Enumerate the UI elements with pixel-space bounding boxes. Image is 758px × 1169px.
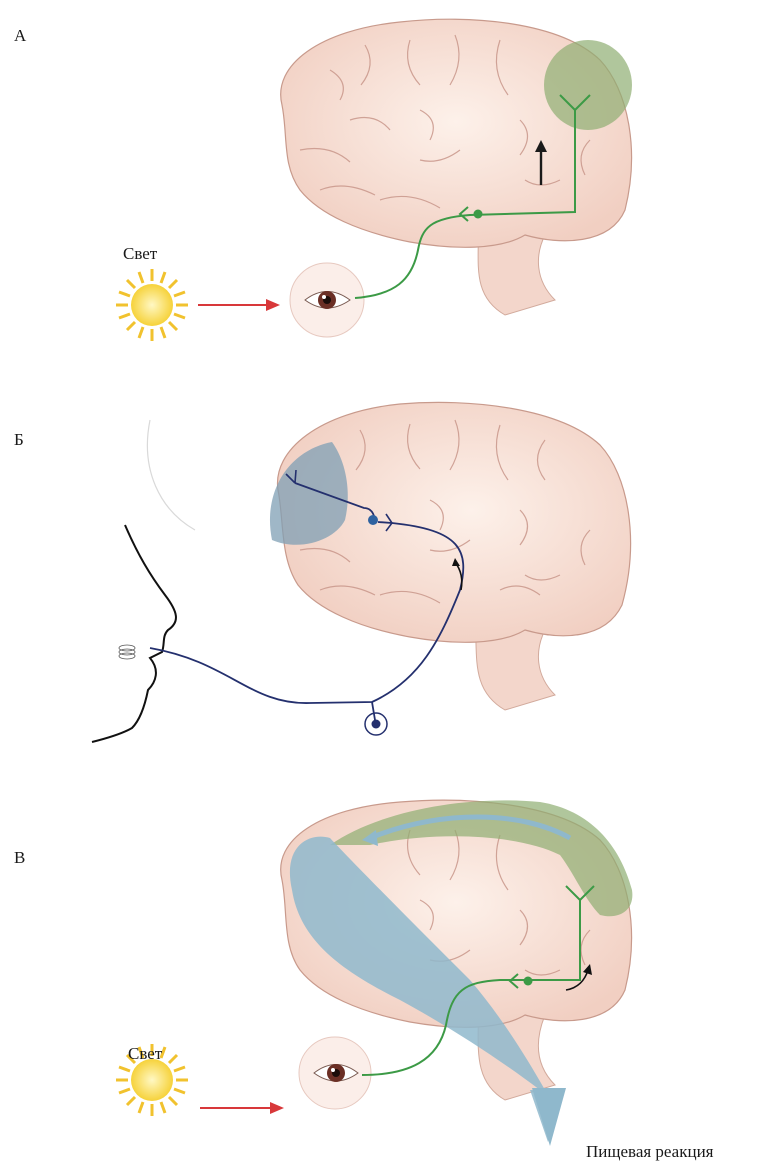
panel-letter: А — [14, 26, 26, 46]
panel-b: Б — [0, 390, 758, 780]
panel-a: А Свет — [0, 0, 758, 380]
panel-b-illustration — [0, 390, 758, 780]
reaction-label: Пищевая реакция — [586, 1142, 714, 1162]
visual-cortex-area — [544, 40, 632, 130]
panel-letter: Б — [14, 430, 24, 450]
panel-a-illustration — [0, 0, 758, 380]
light-label: Свет — [128, 1044, 162, 1064]
light-label: Свет — [123, 244, 157, 264]
sun-icon — [116, 269, 188, 341]
head-outline — [147, 420, 195, 530]
taste-receptor-icon — [119, 645, 135, 659]
panel-v-illustration — [0, 790, 758, 1169]
panel-letter: В — [14, 848, 25, 868]
taste-cortex-area — [270, 442, 348, 545]
panel-v: В Свет Пищевая реакция — [0, 790, 758, 1169]
mouth-profile — [92, 525, 176, 742]
